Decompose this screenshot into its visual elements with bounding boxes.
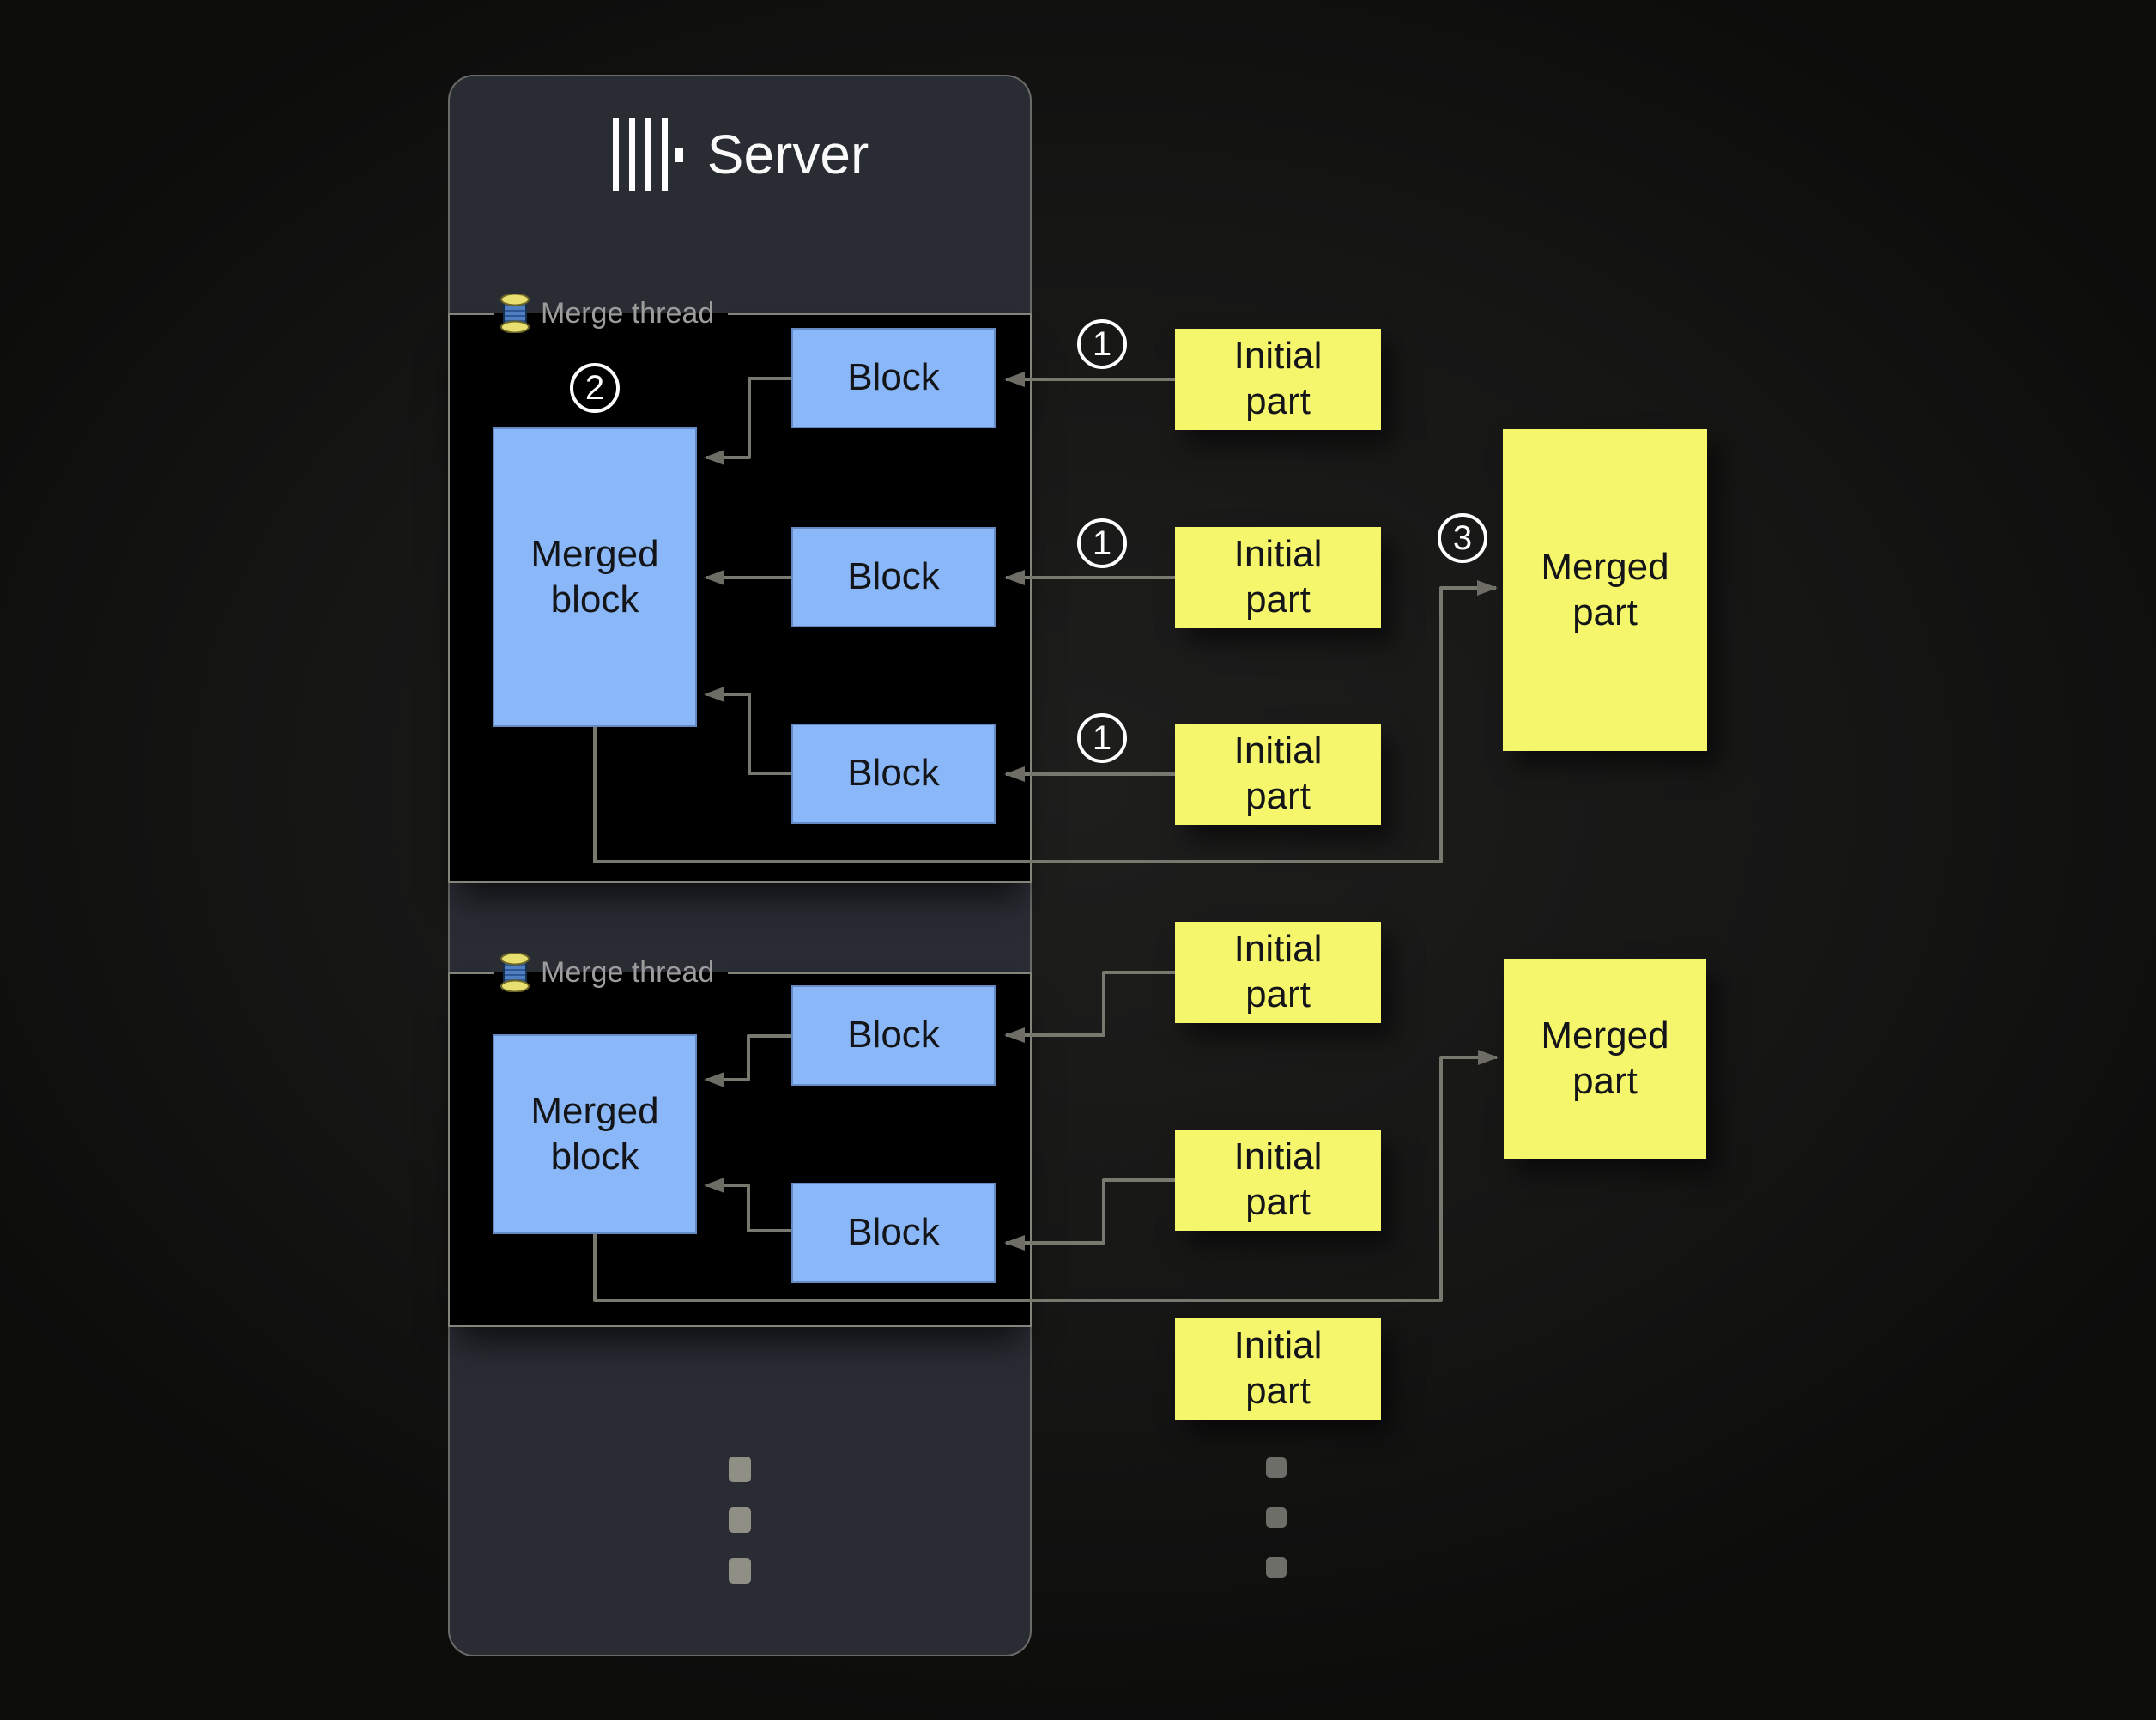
ellipsis-dot [1266,1457,1287,1478]
step-badge-1: 1 [1077,319,1127,369]
initial-part: Initial part [1175,1130,1381,1231]
server-title-text: Server [706,124,869,185]
step-badge-1: 1 [1077,518,1127,568]
merge-thread-label-text: Merge thread [541,955,715,989]
initial-part: Initial part [1175,329,1381,430]
block: Block [791,985,996,1086]
ellipsis-dot [729,1507,751,1533]
clickhouse-logo-icon [611,118,685,191]
thread-spool-icon [500,953,530,992]
merge-thread-label-2: Merge thread [494,950,729,995]
merged-part: Merged part [1503,429,1707,751]
step-badge-1: 1 [1077,713,1127,763]
initial-part: Initial part [1175,922,1381,1023]
merge-thread-label-1: Merge thread [494,291,729,336]
ellipsis-dot [729,1457,751,1482]
block: Block [791,724,996,824]
block: Block [791,1183,996,1283]
merged-part: Merged part [1504,959,1706,1159]
step-badge-2: 2 [570,363,620,413]
ellipsis-dot [1266,1507,1287,1528]
merged-block: Merged block [493,427,697,727]
thread-spool-icon [500,294,530,333]
server-title: Server [448,103,1032,206]
initial-part: Initial part [1175,1318,1381,1420]
initial-part: Initial part [1175,527,1381,628]
merge-thread-label-text: Merge thread [541,296,715,330]
block: Block [791,527,996,627]
step-badge-3: 3 [1438,513,1487,563]
merged-block: Merged block [493,1034,697,1234]
ellipsis-dot [1266,1557,1287,1578]
ellipsis-dot [729,1558,751,1584]
initial-part: Initial part [1175,724,1381,825]
block: Block [791,328,996,428]
